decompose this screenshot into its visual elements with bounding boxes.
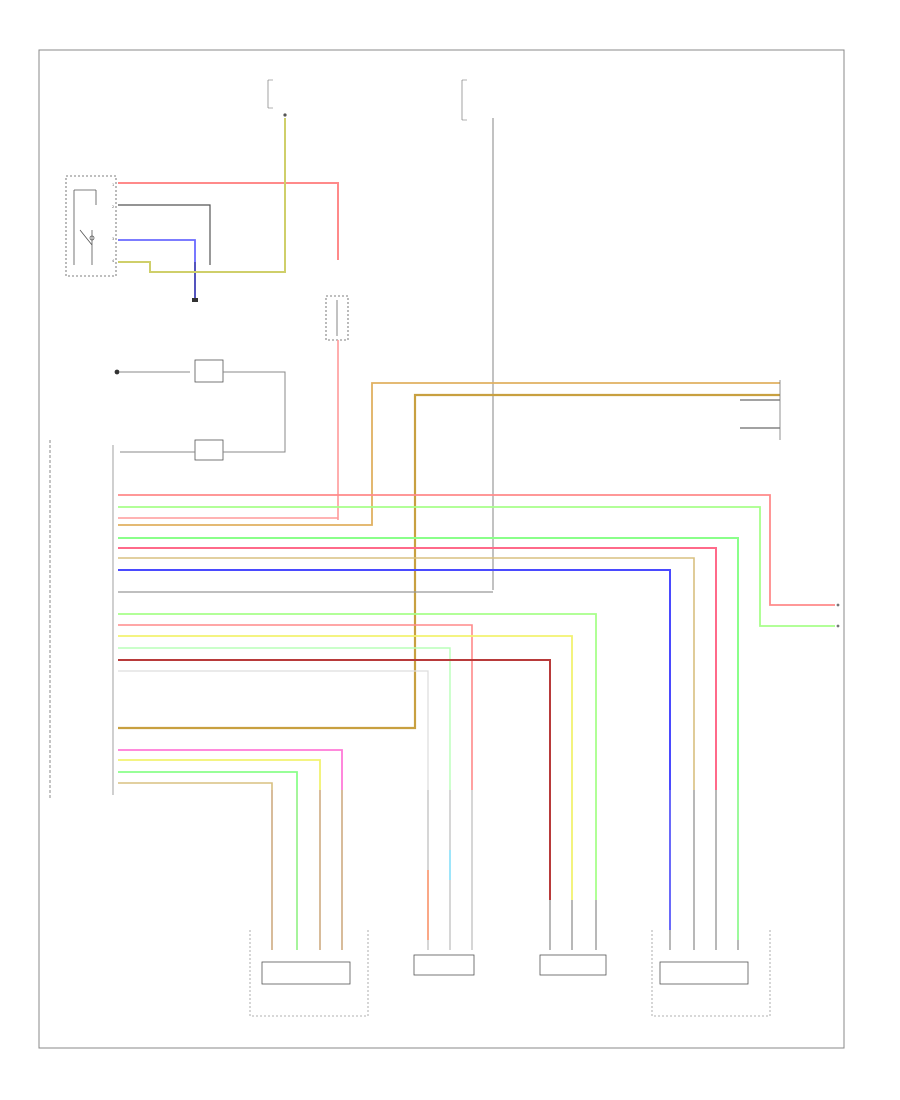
top-connector-left-bracket bbox=[267, 79, 273, 109]
wire-blue-top bbox=[118, 239, 196, 262]
wire-red-center bbox=[118, 624, 473, 790]
center-left-sensor-leads bbox=[427, 790, 473, 950]
top-connector-right bbox=[461, 79, 467, 121]
terminal-red-end bbox=[836, 603, 840, 607]
ecm-connector bbox=[49, 440, 114, 800]
relay-pin-2: 2 bbox=[112, 205, 114, 209]
switch-upper-wire-right bbox=[223, 371, 286, 445]
relay-pin-3: 3 bbox=[112, 237, 114, 241]
sensor-right-bracket bbox=[651, 930, 771, 1017]
fuse-block bbox=[325, 295, 349, 341]
relay-internal-switch bbox=[73, 189, 97, 265]
switch-lower-wires bbox=[120, 445, 286, 453]
right-sensor-lead-lines bbox=[669, 790, 739, 950]
wire-tan-right-sensor bbox=[118, 557, 695, 790]
relay-outline bbox=[65, 175, 117, 277]
wire-yellow-left bbox=[118, 759, 321, 790]
wire-tan-left bbox=[118, 782, 273, 790]
sensor-left-bracket bbox=[249, 930, 369, 1017]
wire-tan-harness bbox=[118, 393, 780, 730]
sensor-center-right bbox=[539, 954, 607, 976]
top-connector-left-pin-dot bbox=[283, 113, 287, 117]
wire-orange-harness bbox=[118, 382, 780, 526]
wire-red-top bbox=[118, 182, 339, 260]
fuse-outline bbox=[325, 295, 349, 341]
wire-darkred-center bbox=[118, 659, 551, 900]
wire-lightgreen-center bbox=[118, 647, 451, 790]
wire-red-long bbox=[118, 494, 835, 606]
ground-terminal bbox=[192, 298, 198, 302]
relay-pin-1: 1 bbox=[112, 183, 114, 187]
relay-coil-symbol bbox=[89, 235, 95, 241]
switch-lower-body bbox=[194, 439, 224, 461]
top-connector-left bbox=[267, 79, 287, 117]
sensor-left-body bbox=[261, 961, 351, 985]
top-connector-right-bracket bbox=[461, 79, 467, 121]
right-sensor-leads bbox=[669, 790, 739, 950]
sensor-center-left-body bbox=[413, 954, 475, 976]
wire-pink-left bbox=[118, 749, 343, 790]
sensor-center-left bbox=[413, 954, 475, 976]
wire-red-right-sensor bbox=[118, 547, 717, 790]
wire-green-left bbox=[118, 771, 298, 790]
left-sensor-leads bbox=[271, 790, 343, 950]
switch-lower bbox=[120, 439, 286, 461]
wire-relay-pin2 bbox=[118, 204, 211, 265]
wire-yellow-top bbox=[118, 118, 286, 273]
terminal-green-end bbox=[836, 624, 840, 628]
wire-white-center bbox=[118, 670, 429, 790]
left-sensor-lead-lines bbox=[271, 790, 343, 950]
wire-green-right-sensor bbox=[118, 537, 739, 790]
ground-symbol-relay bbox=[192, 262, 198, 302]
switch-upper-body bbox=[194, 359, 224, 383]
wire-green-long bbox=[118, 506, 835, 627]
switch-upper bbox=[114, 359, 286, 445]
relay-pin-4: 4 bbox=[112, 259, 114, 263]
sensor-right-body bbox=[659, 961, 749, 985]
wire-green-center bbox=[118, 613, 597, 900]
center-right-sensor-leads bbox=[549, 900, 597, 950]
relay-block: 1 2 3 4 bbox=[65, 175, 117, 277]
wire-blue-right-sensor bbox=[118, 569, 671, 790]
center-right-sensor-lead-lines bbox=[549, 900, 597, 950]
wire-yellow-center bbox=[118, 635, 573, 900]
sensor-left bbox=[249, 930, 369, 1017]
sensor-right bbox=[651, 930, 771, 1017]
sensor-center-right-body bbox=[539, 954, 607, 976]
diagram-frame bbox=[38, 49, 845, 1049]
switch-upper-terminal bbox=[114, 369, 120, 375]
